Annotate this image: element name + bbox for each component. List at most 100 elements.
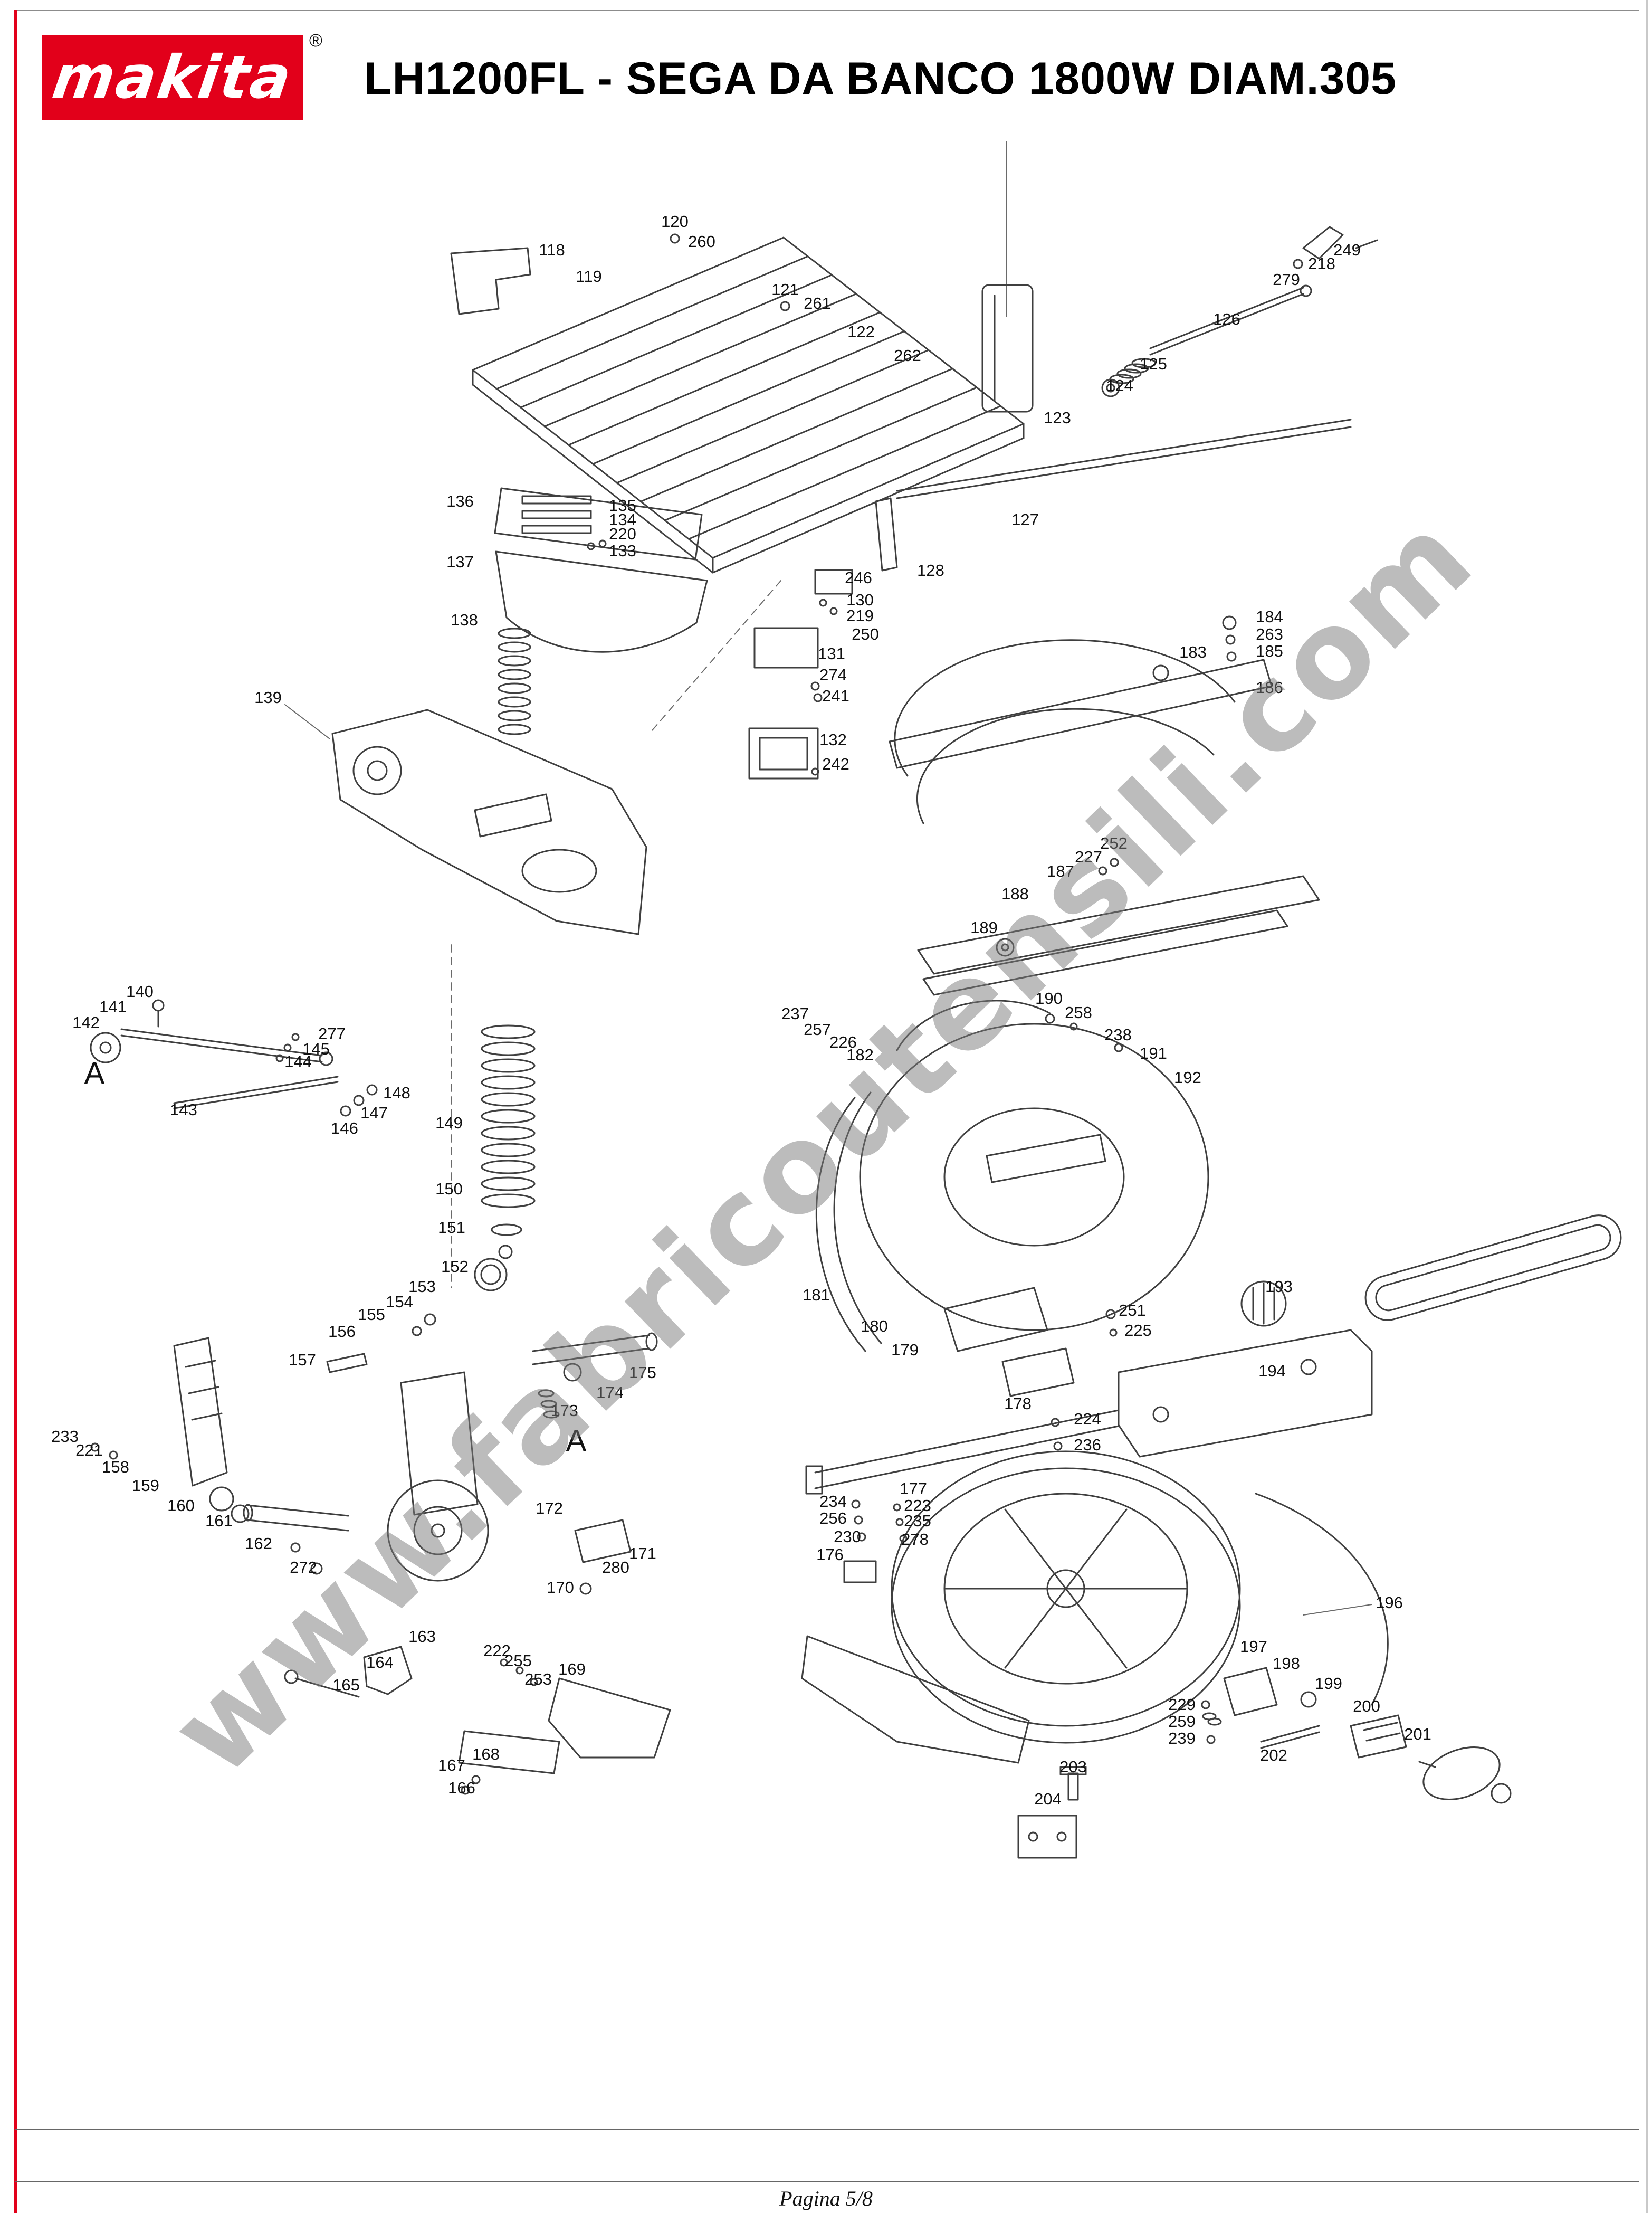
- table-top-drawing: [472, 236, 1025, 574]
- part-number-label: 119: [576, 267, 602, 286]
- part-number-label: 230: [834, 1527, 861, 1546]
- part-number-label: 199: [1315, 1674, 1342, 1693]
- part-number-label: 187: [1047, 862, 1074, 880]
- part-number-label: 156: [328, 1322, 356, 1341]
- part-number-label: 263: [1256, 625, 1283, 643]
- part-number-label: 278: [901, 1530, 929, 1549]
- part-number-label: 164: [366, 1653, 394, 1671]
- section-letter-label: A: [84, 1056, 105, 1091]
- part-number-label: 280: [602, 1558, 629, 1576]
- part-number-label: 158: [102, 1458, 129, 1476]
- part-number-label: 198: [1273, 1654, 1300, 1673]
- part-number-label: 262: [894, 346, 921, 365]
- part-number-label: 147: [360, 1104, 388, 1122]
- page-number: Pagina 5/8: [774, 2186, 878, 2213]
- part-number-label: 201: [1404, 1725, 1431, 1743]
- part-number-label: 224: [1074, 1410, 1101, 1428]
- part-number-label: 204: [1034, 1790, 1062, 1808]
- part-number-label: 124: [1106, 376, 1133, 395]
- part-number-label: 186: [1256, 678, 1283, 697]
- bracket-118-drawing: [450, 233, 790, 315]
- part-number-label: 154: [386, 1293, 413, 1311]
- part-number-label: 143: [170, 1100, 197, 1119]
- part-number-label: 196: [1376, 1593, 1403, 1612]
- part-number-label: 144: [284, 1052, 312, 1071]
- part-number-label: 155: [358, 1305, 385, 1324]
- part-number-label: 234: [819, 1492, 847, 1511]
- upper-blade-cover-drawing: [889, 615, 1273, 824]
- part-number-label: 176: [816, 1545, 844, 1564]
- part-number-label: 142: [72, 1013, 100, 1032]
- page-title: LH1200FL - SEGA DA BANCO 1800W DIAM.305: [364, 53, 1397, 104]
- part-number-label: 120: [661, 212, 689, 231]
- part-number-label: 219: [846, 606, 874, 625]
- part-number-label: 170: [547, 1578, 574, 1597]
- part-number-label: 136: [446, 492, 474, 510]
- left-grip-drawing: [90, 1337, 349, 1575]
- slide-rails-drawing: [805, 1409, 1120, 1583]
- part-number-label: 133: [609, 542, 636, 560]
- part-number-label: 123: [1044, 409, 1071, 427]
- lever-a-group-drawing: [90, 999, 378, 1117]
- part-number-label: 173: [551, 1401, 578, 1420]
- makita-logo: makita: [42, 35, 303, 120]
- part-number-label: 121: [771, 280, 799, 299]
- part-number-label: 183: [1179, 643, 1207, 661]
- part-number-label: 250: [852, 625, 879, 643]
- part-number-label: 141: [99, 998, 127, 1016]
- part-number-label: 223: [904, 1496, 931, 1515]
- part-number-label: 138: [451, 611, 478, 629]
- small-plates-drawing: [748, 569, 853, 780]
- part-number-label: 175: [629, 1363, 656, 1382]
- turntable-drawing: [801, 1450, 1389, 1764]
- bottom-right-hardware-drawing: [1017, 1667, 1512, 1859]
- arm-139-drawing: [331, 709, 647, 935]
- part-number-label: 177: [900, 1479, 927, 1498]
- part-number-label: 134: [609, 510, 636, 529]
- part-number-label: 184: [1256, 607, 1283, 626]
- part-number-label: 174: [596, 1383, 624, 1402]
- part-number-label: 135: [609, 496, 636, 515]
- part-number-label: 137: [446, 553, 474, 571]
- part-number-label: 259: [1168, 1712, 1196, 1731]
- part-number-label: 202: [1260, 1746, 1287, 1764]
- part-number-label: 203: [1059, 1758, 1087, 1776]
- part-number-label: 182: [846, 1046, 874, 1064]
- top-rule: [15, 10, 1639, 11]
- part-number-label: 153: [408, 1277, 436, 1296]
- part-number-label: 261: [804, 294, 831, 312]
- part-number-label: 152: [441, 1257, 469, 1276]
- part-number-label: 130: [846, 591, 874, 609]
- registered-mark: ®: [309, 31, 323, 51]
- part-number-label: 126: [1213, 310, 1240, 328]
- part-number-label: 197: [1240, 1637, 1267, 1656]
- part-number-label: 178: [1004, 1394, 1032, 1413]
- part-number-label: 272: [290, 1558, 317, 1576]
- part-number-label: 279: [1273, 270, 1300, 289]
- part-number-label: 256: [819, 1509, 847, 1527]
- part-number-label: 237: [781, 1004, 809, 1023]
- spring-149-drawing: [474, 1024, 536, 1291]
- part-number-label: 249: [1333, 241, 1361, 259]
- base-arm-drawing: [1118, 1214, 1622, 1458]
- fence-drawing: [917, 858, 1320, 1052]
- part-number-label: 148: [383, 1084, 410, 1102]
- part-number-label: 277: [318, 1024, 346, 1043]
- spring-138-drawing: [498, 628, 531, 735]
- part-number-label: 157: [289, 1351, 316, 1369]
- part-number-label: 227: [1075, 848, 1102, 866]
- part-number-label: 200: [1353, 1697, 1380, 1715]
- part-number-label: 185: [1256, 642, 1283, 660]
- part-number-label: 194: [1258, 1362, 1286, 1380]
- part-number-label: 238: [1104, 1025, 1132, 1044]
- lower-guard-drawing: [943, 1287, 1118, 1451]
- part-number-label: 161: [205, 1512, 233, 1530]
- section-letter-label: A: [566, 1423, 587, 1458]
- part-number-label: 149: [435, 1114, 463, 1132]
- part-number-label: 260: [688, 232, 715, 251]
- part-number-label: 246: [845, 568, 872, 587]
- part-number-label: 189: [970, 918, 998, 937]
- pivot-assembly-drawing: [326, 1313, 658, 1595]
- part-number-label: 241: [822, 687, 849, 705]
